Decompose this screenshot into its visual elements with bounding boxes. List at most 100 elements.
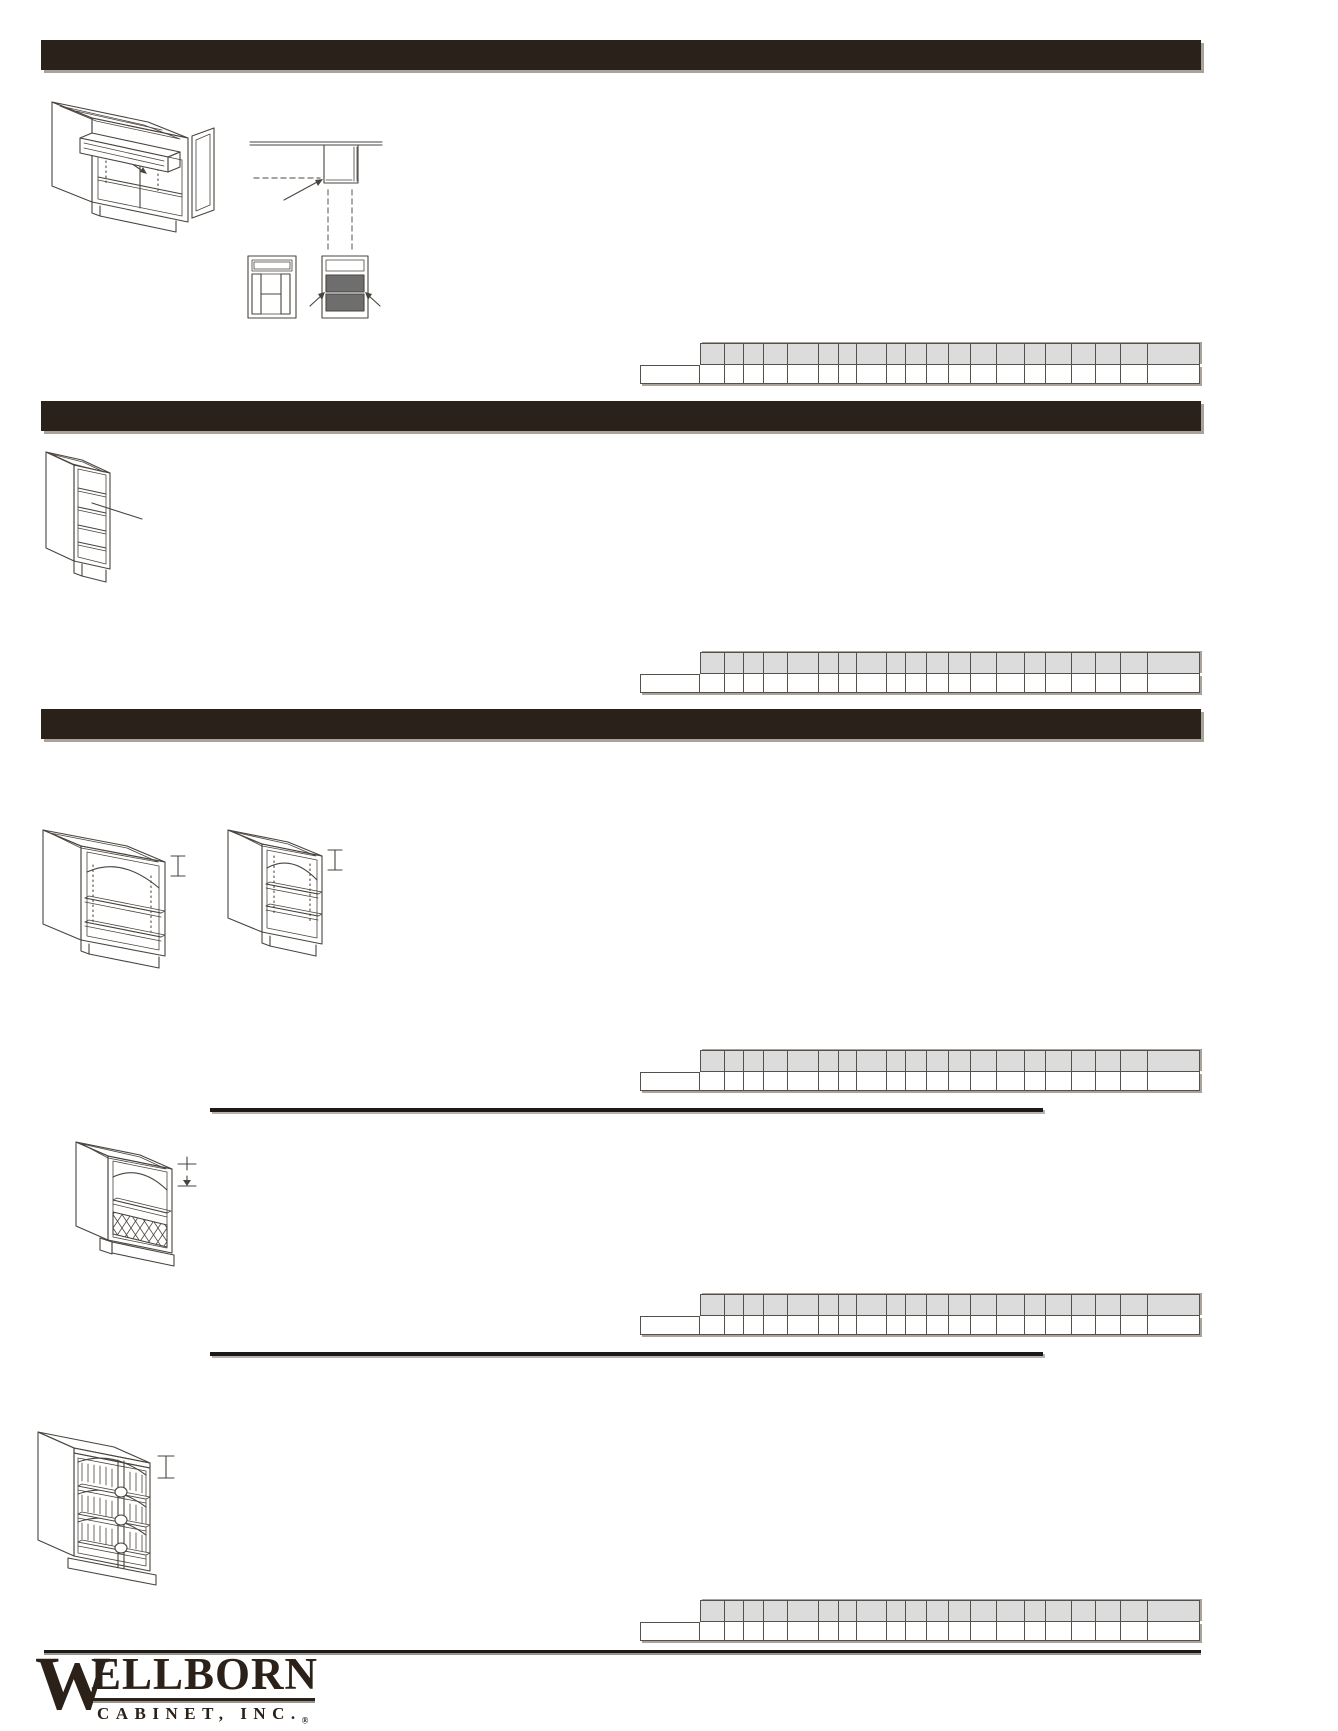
grid-value-cell	[927, 365, 949, 384]
grid-header-cell	[887, 343, 906, 365]
grid-value-cell	[1148, 1622, 1200, 1641]
dimension-arrow-icon	[177, 1175, 197, 1187]
grid-header-cell	[857, 652, 887, 674]
grid-header-cell	[744, 343, 764, 365]
grid-header-cell	[1046, 1600, 1072, 1622]
base-cabinet-drawer-doors-drawing	[51, 101, 215, 233]
grid-value-cell	[906, 1316, 927, 1335]
grid-value-cell	[1025, 674, 1046, 693]
grid-header-cell	[725, 652, 744, 674]
grid-header-cell	[857, 1600, 887, 1622]
grid-header-cell	[700, 652, 725, 674]
grid-value-cell	[700, 365, 725, 384]
grid-lead-cell	[640, 365, 700, 384]
grid-header-cell	[887, 652, 906, 674]
grid-header-cell	[997, 1294, 1025, 1316]
grid-value-cell	[1072, 1072, 1096, 1091]
grid-header-cell	[927, 1294, 949, 1316]
grid-header-cell	[839, 1294, 857, 1316]
grid-header-cell	[744, 1600, 764, 1622]
grid-value-cell	[1096, 1622, 1121, 1641]
grid-value-cell	[1046, 674, 1072, 693]
grid-header-cell	[788, 652, 819, 674]
grid-value-cell	[857, 1622, 887, 1641]
grid-value-cell	[1046, 365, 1072, 384]
grid-header-cell	[1148, 652, 1200, 674]
dimension-marker-icon	[157, 1455, 175, 1479]
grid-header-cell	[927, 343, 949, 365]
grid-value-cell	[1072, 1622, 1096, 1641]
logo-rest: ELLBORN	[91, 1649, 319, 1699]
grid-value-cell	[927, 1072, 949, 1091]
grid-header-cell	[700, 343, 725, 365]
grid-header-cell	[1096, 1294, 1121, 1316]
grid-value-cell	[725, 1072, 744, 1091]
grid-value-cell	[788, 1072, 819, 1091]
grid-value-cell	[1025, 1622, 1046, 1641]
grid-header-cell	[1046, 1294, 1072, 1316]
grid-value-cell	[1096, 1072, 1121, 1091]
grid-header-cell	[1046, 652, 1072, 674]
grid-header-cell	[788, 1294, 819, 1316]
grid-value-cell	[906, 674, 927, 693]
grid-value-cell	[949, 1316, 971, 1335]
grid-header-cell	[971, 1600, 997, 1622]
grid-value-cell	[1148, 674, 1200, 693]
grid-header-cell	[700, 1294, 725, 1316]
grid-value-cell	[1096, 1316, 1121, 1335]
grid-header-cell	[1072, 1294, 1096, 1316]
grid-header-cell	[857, 1050, 887, 1072]
grid-header-cell	[949, 1600, 971, 1622]
grid-header-cell	[1025, 343, 1046, 365]
grid-header-cell	[788, 1600, 819, 1622]
grid-header-cell	[725, 1294, 744, 1316]
grid-value-cell	[700, 1072, 725, 1091]
grid-header-cell	[906, 1600, 927, 1622]
grid-header-cell	[744, 1294, 764, 1316]
logo-wordmark: W ELLBORN	[35, 1646, 335, 1722]
grid-value-cell	[971, 365, 997, 384]
grid-value-cell	[949, 1622, 971, 1641]
grid-header-cell	[906, 1050, 927, 1072]
grid-value-cell	[839, 1622, 857, 1641]
grid-value-cell	[887, 674, 906, 693]
grid-value-cell	[906, 365, 927, 384]
grid-header-cell	[1121, 1050, 1148, 1072]
grid-header-cell	[997, 1600, 1025, 1622]
pricing-grid-1	[640, 343, 1200, 384]
dimension-marker-icon	[177, 1156, 197, 1171]
grid-header-cell	[1025, 1050, 1046, 1072]
grid-header-cell	[927, 652, 949, 674]
grid-header-cell	[1121, 343, 1148, 365]
grid-header-cell	[1096, 343, 1121, 365]
footer-rule	[44, 1650, 1201, 1653]
grid-header-cell	[725, 1050, 744, 1072]
grid-header-cell	[997, 652, 1025, 674]
grid-header-cell	[839, 343, 857, 365]
grid-lead-cell	[640, 1072, 700, 1091]
grid-value-cell	[1148, 1072, 1200, 1091]
grid-header-cell	[725, 1600, 744, 1622]
grid-header-cell	[971, 1050, 997, 1072]
grid-value-cell	[788, 1622, 819, 1641]
grid-value-cell	[819, 365, 839, 384]
grid-value-cell	[764, 1316, 788, 1335]
grid-value-cell	[1148, 1316, 1200, 1335]
grid-header-cell	[887, 1050, 906, 1072]
grid-header-cell	[1025, 1600, 1046, 1622]
grid-value-cell	[1025, 365, 1046, 384]
wine-rack-base-cabinet-drawing	[75, 1141, 197, 1267]
section-3-header-bar	[41, 709, 1201, 739]
grid-header-cell	[949, 343, 971, 365]
grid-header-cell	[857, 1294, 887, 1316]
grid-value-cell	[744, 1316, 764, 1335]
grid-value-cell	[997, 1316, 1025, 1335]
grid-header-cell	[927, 1600, 949, 1622]
grid-lead-cell	[640, 1622, 700, 1641]
grid-value-cell	[949, 674, 971, 693]
pricing-grid-2	[640, 652, 1200, 693]
grid-value-cell	[1046, 1622, 1072, 1641]
grid-header-cell	[906, 343, 927, 365]
grid-value-cell	[764, 365, 788, 384]
